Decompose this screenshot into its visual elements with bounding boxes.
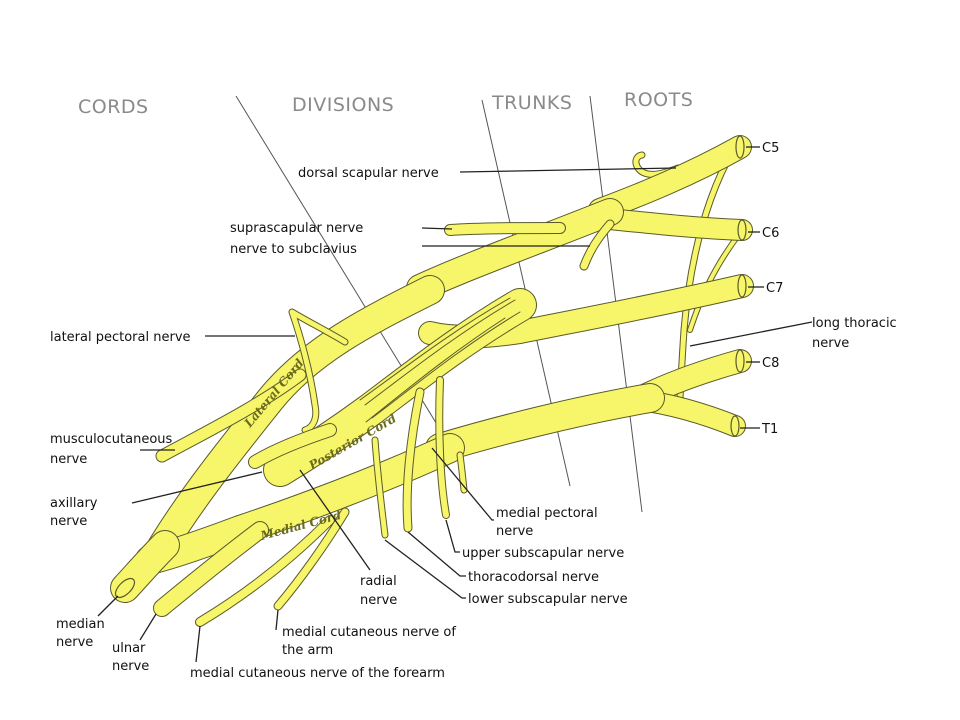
musculocutaneous-label-1: musculocutaneous [50,432,173,447]
subclavius-label: nerve to subclavius [230,242,357,257]
musculocutaneous-label-2: nerve [50,452,87,467]
radial-label-1: radial [360,574,397,589]
ulnar-label-2: nerve [112,659,149,674]
medial-pectoral-label-1: medial pectoral [496,506,598,521]
axillary-label-2: nerve [50,514,87,529]
root-c7-label: C7 [766,281,783,296]
header-roots: ROOTS [624,89,693,111]
median-label-1: median [56,617,105,632]
lower-subscapular-label: lower subscapular nerve [468,592,628,607]
header-divisions: DIVISIONS [292,94,394,116]
upper-subscapular-label: upper subscapular nerve [462,546,624,561]
radial-label-2: nerve [360,593,397,608]
med-cut-forearm-label: medial cutaneous nerve of the forearm [190,666,445,681]
dorsal-scapular-label: dorsal scapular nerve [298,166,439,181]
lateral-cord-label: Lateral Cord [241,356,307,431]
header-cords: CORDS [78,96,149,118]
median-label-2: nerve [56,635,93,650]
root-ends [114,135,747,599]
medial-pectoral-label-2: nerve [496,524,533,539]
root-c8-label: C8 [762,356,779,371]
axillary-label-1: axillary [50,496,98,511]
long-thoracic-label-1: long thoracic [812,316,897,331]
root-c6-label: C6 [762,226,779,241]
root-t1-label: T1 [761,422,778,437]
long-thoracic-label-2: nerve [812,336,849,351]
suprascapular-label: suprascapular nerve [230,221,363,236]
lateral-pectoral-label: lateral pectoral nerve [50,330,191,345]
ulnar-label-1: ulnar [112,641,146,656]
med-cut-arm-label-2: the arm [282,643,333,658]
nerve-paths [110,135,754,627]
header-trunks: TRUNKS [491,92,572,114]
thoracodorsal-label: thoracodorsal nerve [468,570,599,585]
root-c5-label: C5 [762,141,779,156]
med-cut-arm-label-1: medial cutaneous nerve of [282,625,456,640]
